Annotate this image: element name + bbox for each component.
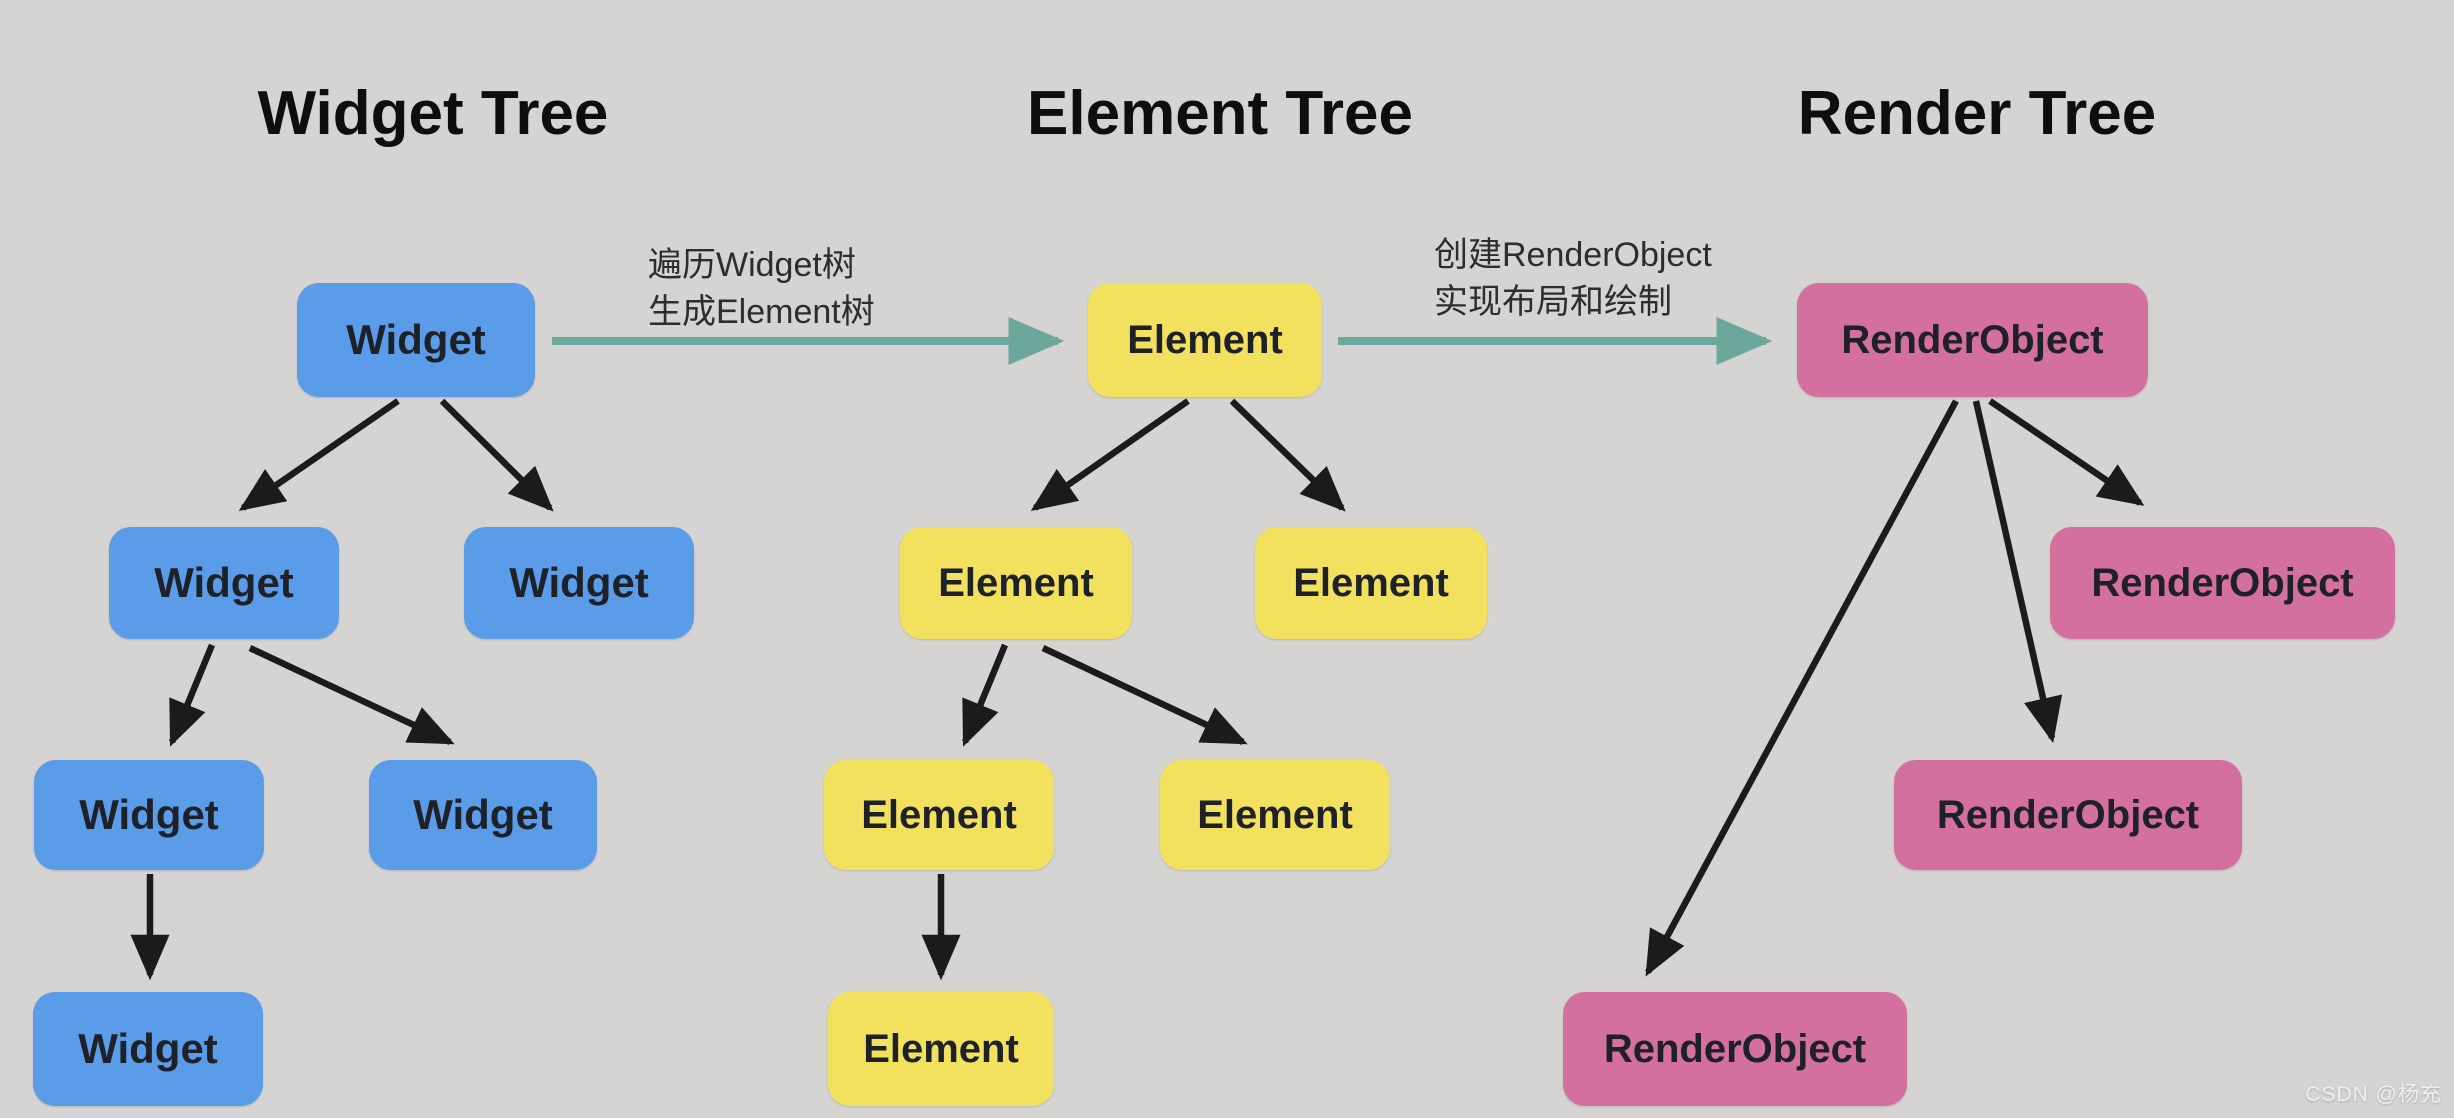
element-node-l2-left: Element bbox=[900, 527, 1132, 639]
flow-label-line: 实现布局和绘制 bbox=[1434, 283, 1672, 321]
tree-edge bbox=[238, 398, 400, 511]
tree-edge bbox=[1972, 400, 2063, 744]
tree-edge bbox=[1030, 398, 1190, 511]
widget-node-l3-right: Widget bbox=[369, 760, 597, 870]
tree-edge bbox=[168, 643, 216, 747]
widget-node-l3-left: Widget bbox=[34, 760, 264, 870]
widget-node-l2-left: Widget bbox=[109, 527, 339, 639]
tree-edge bbox=[248, 645, 455, 745]
render-node-l4-left: RenderObject bbox=[1563, 992, 1907, 1106]
widget-node-root: Widget bbox=[297, 283, 535, 397]
csdn-watermark: CSDN @杨充 bbox=[2305, 1083, 2442, 1106]
element-tree-edges bbox=[921, 398, 1346, 981]
tree-edge bbox=[961, 643, 1009, 747]
render-tree-edges bbox=[1645, 398, 2145, 977]
render-tree-title: Render Tree bbox=[1797, 79, 2157, 148]
flow-label-element-to-render: 创建RenderObject 实现布局和绘制 bbox=[1434, 232, 1712, 326]
widget-node-l2-right: Widget bbox=[464, 527, 694, 639]
flow-label-line: 生成Element树 bbox=[648, 293, 875, 331]
render-node-root: RenderObject bbox=[1797, 283, 2148, 397]
widget-tree-edges bbox=[130, 398, 554, 981]
tree-edge bbox=[1988, 398, 2145, 506]
flow-label-widget-to-element: 遍历Widget树 生成Element树 bbox=[648, 242, 875, 336]
render-node-l3: RenderObject bbox=[1894, 760, 2242, 870]
render-node-l2-right: RenderObject bbox=[2050, 527, 2395, 639]
element-node-l3-left: Element bbox=[824, 760, 1054, 870]
widget-node-l4: Widget bbox=[33, 992, 263, 1106]
flow-label-line: 遍历Widget树 bbox=[648, 246, 856, 284]
tree-edge bbox=[439, 398, 554, 512]
element-node-l2-right: Element bbox=[1255, 527, 1487, 639]
element-node-l3-right: Element bbox=[1160, 760, 1390, 870]
element-node-root: Element bbox=[1088, 283, 1322, 397]
element-tree-title: Element Tree bbox=[1027, 79, 1413, 148]
element-node-l4: Element bbox=[828, 992, 1054, 1106]
flow-label-line: 创建RenderObject bbox=[1434, 236, 1712, 274]
tree-edge bbox=[1229, 398, 1346, 512]
tree-edge bbox=[1645, 399, 1959, 977]
widget-tree-title: Widget Tree bbox=[257, 79, 609, 148]
tree-edge bbox=[1041, 645, 1248, 745]
